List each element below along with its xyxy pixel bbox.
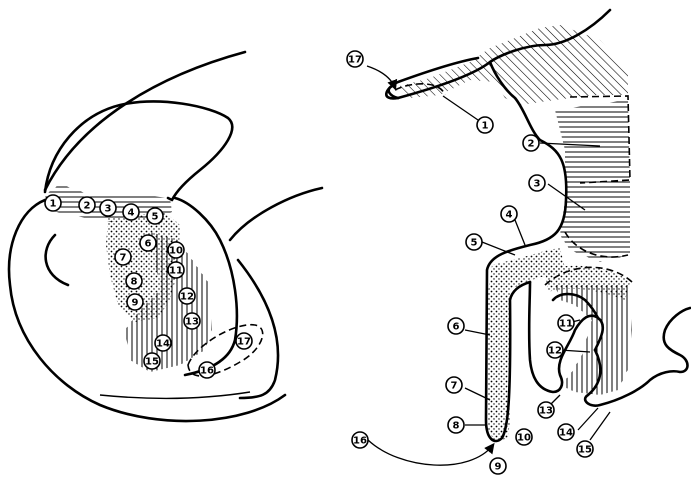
right-label-15: 14 [558,424,574,440]
right-label-7: 6 [448,318,464,334]
left-label-text: 7 [120,253,127,264]
left-outer-curve-top [45,52,245,190]
left-label-16: 16 [199,362,215,378]
left-label-9: 9 [127,294,143,310]
right-label-17: 16 [352,432,368,448]
right-label-1: 17 [347,51,363,67]
left-label-10: 10 [168,242,184,258]
right-label-text: 14 [559,428,573,439]
right-label-text: 1 [482,121,489,132]
left-lower-lobe [46,235,68,285]
leader-15 [590,412,610,440]
leader-1 [443,96,478,120]
leader-5 [482,242,515,255]
left-label-text: 16 [200,366,214,377]
right-label-text: 5 [471,238,478,249]
left-label-text: 10 [169,246,183,257]
right-label-text: 2 [528,139,535,150]
right-label-14: 13 [538,402,554,418]
left-label-6: 6 [140,235,156,251]
right-label-text: 9 [495,462,502,473]
right-label-2: 1 [477,117,493,133]
left-inner-curve [45,102,232,200]
left-label-14: 14 [155,335,171,351]
right-label-text: 15 [578,445,592,456]
left-label-text: 9 [132,298,139,309]
leader-4 [515,220,525,245]
left-label-1: 1 [45,195,61,211]
right-label-text: 6 [453,322,460,333]
left-label-text: 14 [156,339,170,350]
left-label-4: 4 [123,204,139,220]
left-label-text: 4 [128,208,135,219]
right-label-text: 12 [548,346,562,357]
arrow-17 [367,66,395,88]
right-label-text: 4 [506,210,513,221]
left-lower-edge [238,260,278,398]
left-label-text: 6 [145,239,152,250]
right-label-text: 13 [539,406,553,417]
left-label-7: 7 [115,249,131,265]
left-label-2: 2 [79,197,95,213]
left-label-5: 5 [147,208,163,224]
left-label-12: 12 [179,288,195,304]
right-label-11: 10 [516,429,532,445]
left-label-text: 2 [84,201,91,212]
right-label-3: 2 [523,135,539,151]
right-label-text: 7 [451,381,458,392]
left-label-text: 12 [180,292,194,303]
left-label-text: 13 [185,317,199,328]
left-label-11: 11 [168,262,184,278]
right-vertical-hatch [555,285,632,395]
left-label-13: 13 [184,313,200,329]
right-label-16: 15 [577,441,593,457]
left-right-bulge [230,188,322,240]
left-label-text: 3 [105,204,112,215]
right-label-text: 10 [517,433,531,444]
left-label-text: 11 [169,266,183,277]
left-label-8: 8 [126,273,142,289]
right-label-6: 5 [466,234,482,250]
left-label-3: 3 [100,200,116,216]
left-bottom-line [100,392,250,398]
left-label-text: 1 [50,199,57,210]
right-label-text: 16 [353,436,367,447]
right-label-12: 11 [558,315,574,331]
right-label-13: 12 [547,342,563,358]
left-label-text: 15 [145,357,159,368]
left-label-15: 15 [144,353,160,369]
left-label-text: 8 [131,277,138,288]
right-panel [386,10,690,442]
right-label-text: 3 [534,179,541,190]
right-label-8: 7 [446,377,462,393]
right-label-5: 4 [501,206,517,222]
right-label-9: 8 [448,417,464,433]
right-label-4: 3 [529,175,545,191]
arrow-16 [368,440,493,465]
left-panel [9,52,322,421]
right-label-text: 8 [453,421,460,432]
right-label-10: 9 [490,458,506,474]
right-label-text: 11 [559,319,573,330]
left-label-text: 5 [152,212,159,223]
left-label-17: 17 [236,333,252,349]
leader-14 [578,408,598,430]
right-label-text: 17 [348,55,362,66]
left-label-text: 17 [237,337,251,348]
